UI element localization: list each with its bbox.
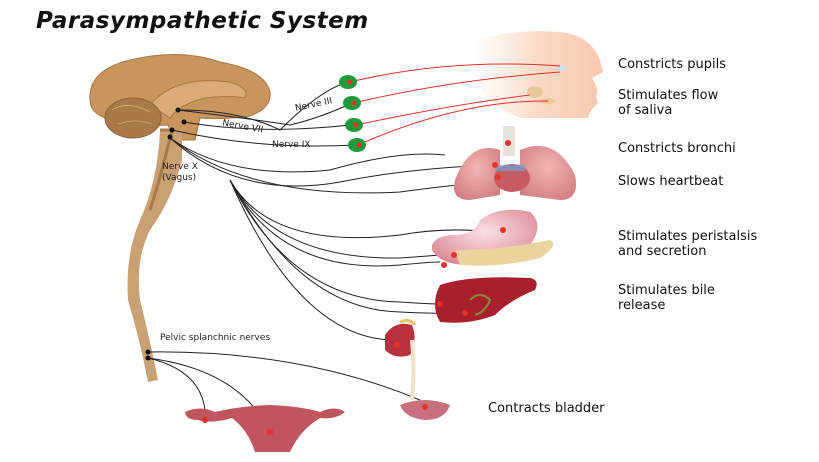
- brain-illustration: [89, 54, 271, 141]
- cerebellum: [104, 97, 162, 139]
- lungs-illustration: [454, 126, 576, 200]
- spinal-cord: [127, 130, 182, 382]
- nuclei: [145, 107, 187, 361]
- head-illustration: [470, 31, 603, 118]
- reproductive-illustration: [185, 405, 345, 452]
- diagram-title: Parasympathetic System: [36, 8, 369, 34]
- effect-bronchi: Constricts bronchi: [618, 141, 736, 156]
- effect-peristalsis-line1: Stimulates peristalsis: [618, 229, 758, 244]
- eye: [557, 65, 567, 71]
- label-nerve-x-line2: (Vagus): [162, 173, 197, 183]
- effect-heartbeat: Slows heartbeat: [618, 174, 724, 189]
- label-nerve-x-line1: Nerve X: [162, 162, 198, 172]
- preganglionic-nerves: [147, 81, 511, 433]
- kidney-bladder-illustration: [385, 319, 450, 420]
- effect-saliva-line2: of saliva: [618, 103, 673, 118]
- salivary-gland: [527, 86, 543, 98]
- effect-bile-line1: Stimulates bile: [618, 283, 715, 298]
- stomach-illustration: [431, 209, 554, 268]
- effect-bladder: Contracts bladder: [488, 401, 605, 416]
- effect-saliva-line1: Stimulates flow: [618, 88, 719, 103]
- liver-illustration: [435, 277, 537, 323]
- ganglia: [339, 75, 366, 152]
- effect-pupils: Constricts pupils: [618, 57, 726, 72]
- label-nerve-x: Nerve X (Vagus): [162, 162, 198, 184]
- effect-peristalsis-line2: and secretion: [618, 244, 707, 259]
- effect-peristalsis: Stimulates peristalsis and secretion: [618, 229, 757, 259]
- postganglionic-nerves: [349, 63, 561, 146]
- label-nerve-ix: Nerve IX: [272, 140, 311, 150]
- label-pelvic-splanchnic: Pelvic splanchnic nerves: [160, 333, 271, 343]
- effect-bile: Stimulates bile release: [618, 283, 715, 313]
- effect-saliva: Stimulates flow of saliva: [618, 88, 718, 118]
- effect-bile-line2: release: [618, 298, 666, 313]
